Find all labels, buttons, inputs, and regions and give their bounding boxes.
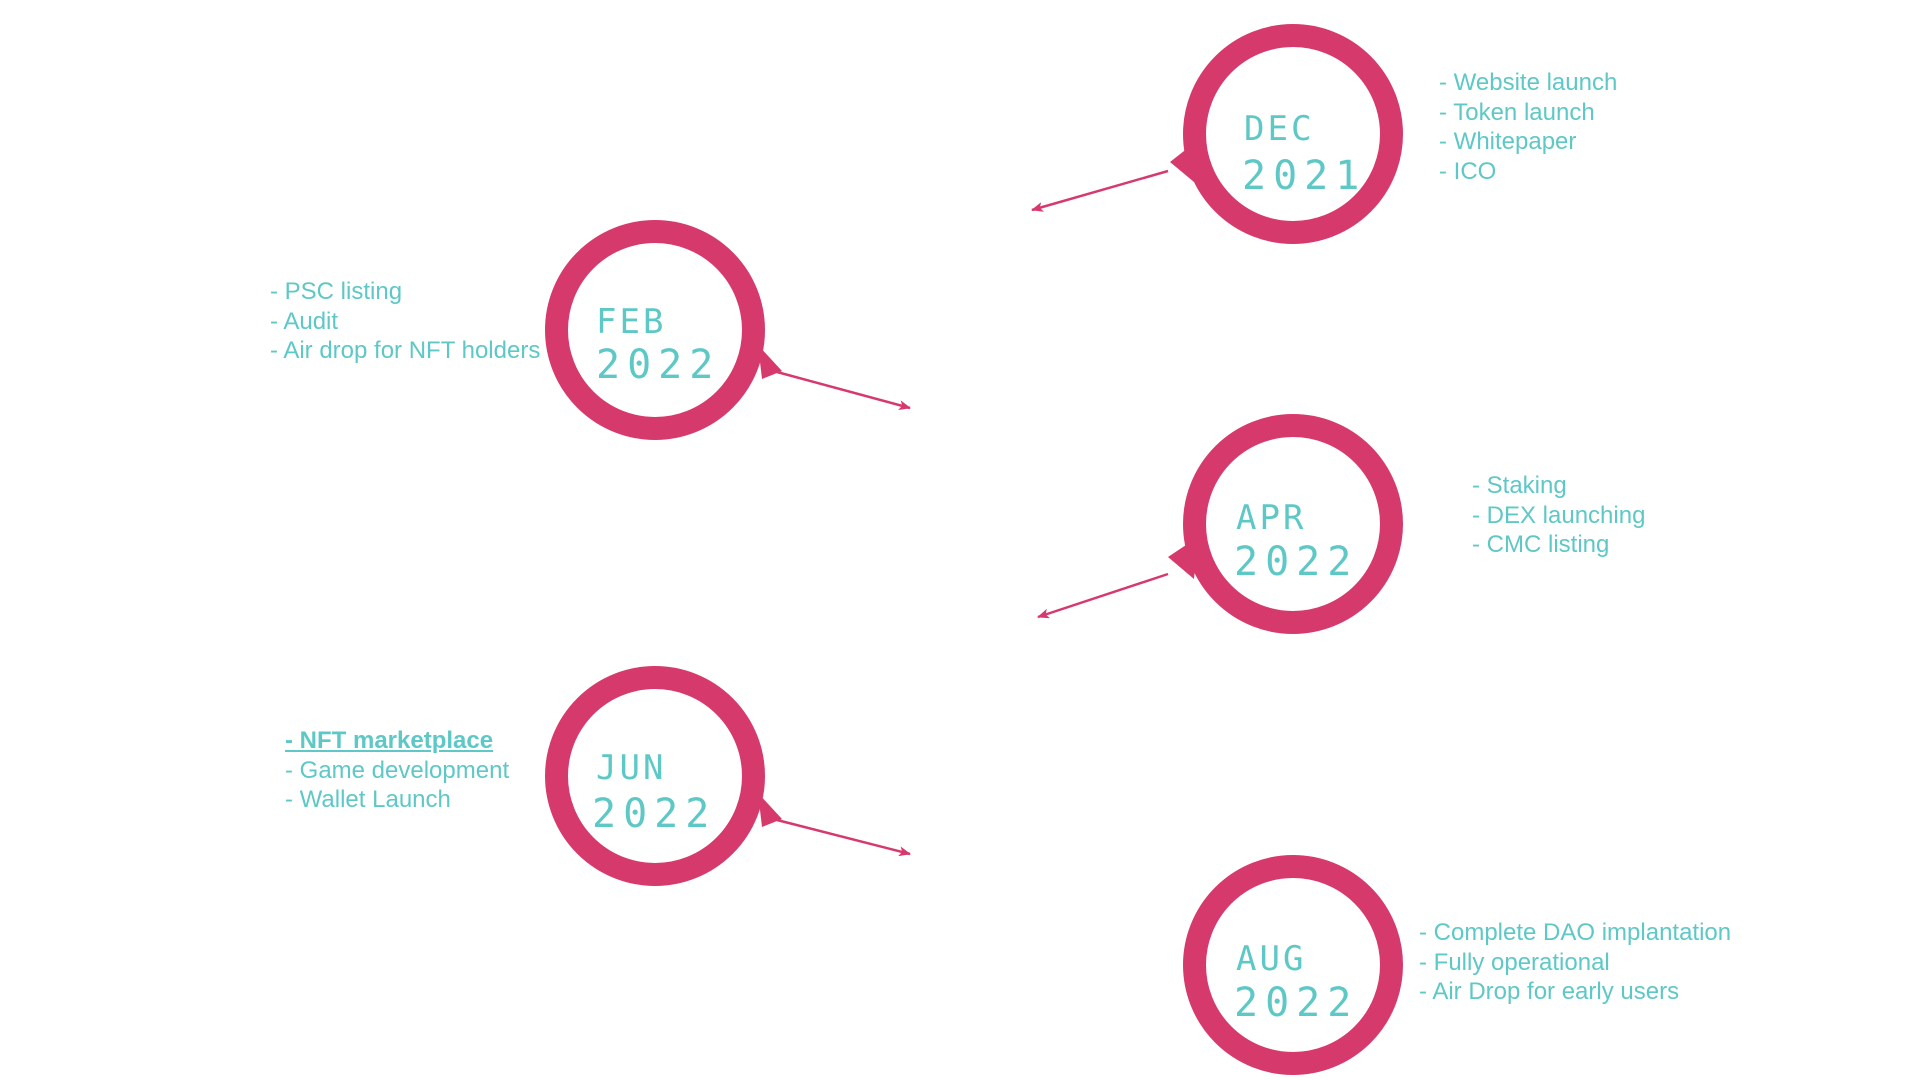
- milestone-note-highlighted: - NFT marketplace: [285, 727, 494, 754]
- milestone-month-label: JUN: [596, 748, 667, 788]
- milestone-note: - ICO: [1439, 157, 1497, 185]
- milestone-note: - Whitepaper: [1439, 128, 1577, 155]
- milestone-aug-2022-circle: AUG 2022: [1183, 855, 1403, 1075]
- connector-apr-2022: [1037, 537, 1198, 619]
- connector-dec-2021: [1031, 140, 1198, 212]
- milestone-note: - Game development: [285, 756, 510, 784]
- milestone-jun-2022-notes: - NFT marketplace - Game development - W…: [285, 726, 509, 815]
- milestone-note: - DEX launching: [1472, 501, 1646, 529]
- milestone-feb-2022-notes: - PSC listing - Audit - Air drop for NFT…: [270, 277, 540, 366]
- milestone-year-label: 2021: [1242, 153, 1367, 199]
- milestone-note: - Fully operational: [1419, 948, 1610, 976]
- connector-feb-2022: [758, 345, 911, 410]
- milestone-jun-2022-circle: JUN 2022: [545, 666, 765, 886]
- connector-jun-2022: [758, 793, 911, 857]
- milestone-dec-2021-notes: - Website launch - Token launch - Whitep…: [1439, 68, 1617, 186]
- milestone-month-label: DEC: [1244, 109, 1315, 149]
- milestone-dec-2021-circle: DEC 2021: [1183, 24, 1403, 244]
- milestone-note: - Staking: [1472, 472, 1567, 499]
- milestone-year-label: 2022: [596, 342, 721, 388]
- milestone-month-label: FEB: [596, 302, 667, 342]
- milestone-note: - PSC listing: [270, 278, 403, 305]
- milestone-apr-2022-circle: APR 2022: [1183, 414, 1403, 634]
- milestone-aug-2022-notes: - Complete DAO implantation - Fully oper…: [1419, 918, 1731, 1007]
- milestone-note: - Air Drop for early users: [1419, 978, 1680, 1005]
- milestone-note: - Air drop for NFT holders: [270, 337, 541, 364]
- milestone-year-label: 2022: [1234, 980, 1359, 1026]
- milestone-month-label: AUG: [1236, 939, 1307, 979]
- milestone-feb-2022-circle: FEB 2022: [545, 220, 765, 440]
- milestone-month-label: APR: [1236, 498, 1307, 538]
- milestone-note: - CMC listing: [1472, 531, 1610, 558]
- milestone-note: - Complete DAO implantation: [1419, 919, 1732, 946]
- milestone-year-label: 2022: [592, 791, 717, 837]
- milestone-note: - Website launch: [1439, 69, 1618, 96]
- milestone-apr-2022-notes: - Staking - DEX launching - CMC listing: [1472, 471, 1645, 560]
- milestone-note: - Audit: [270, 307, 339, 335]
- milestone-year-label: 2022: [1234, 539, 1359, 585]
- milestone-note: - Token launch: [1439, 98, 1595, 126]
- milestone-note: - Wallet Launch: [285, 786, 451, 813]
